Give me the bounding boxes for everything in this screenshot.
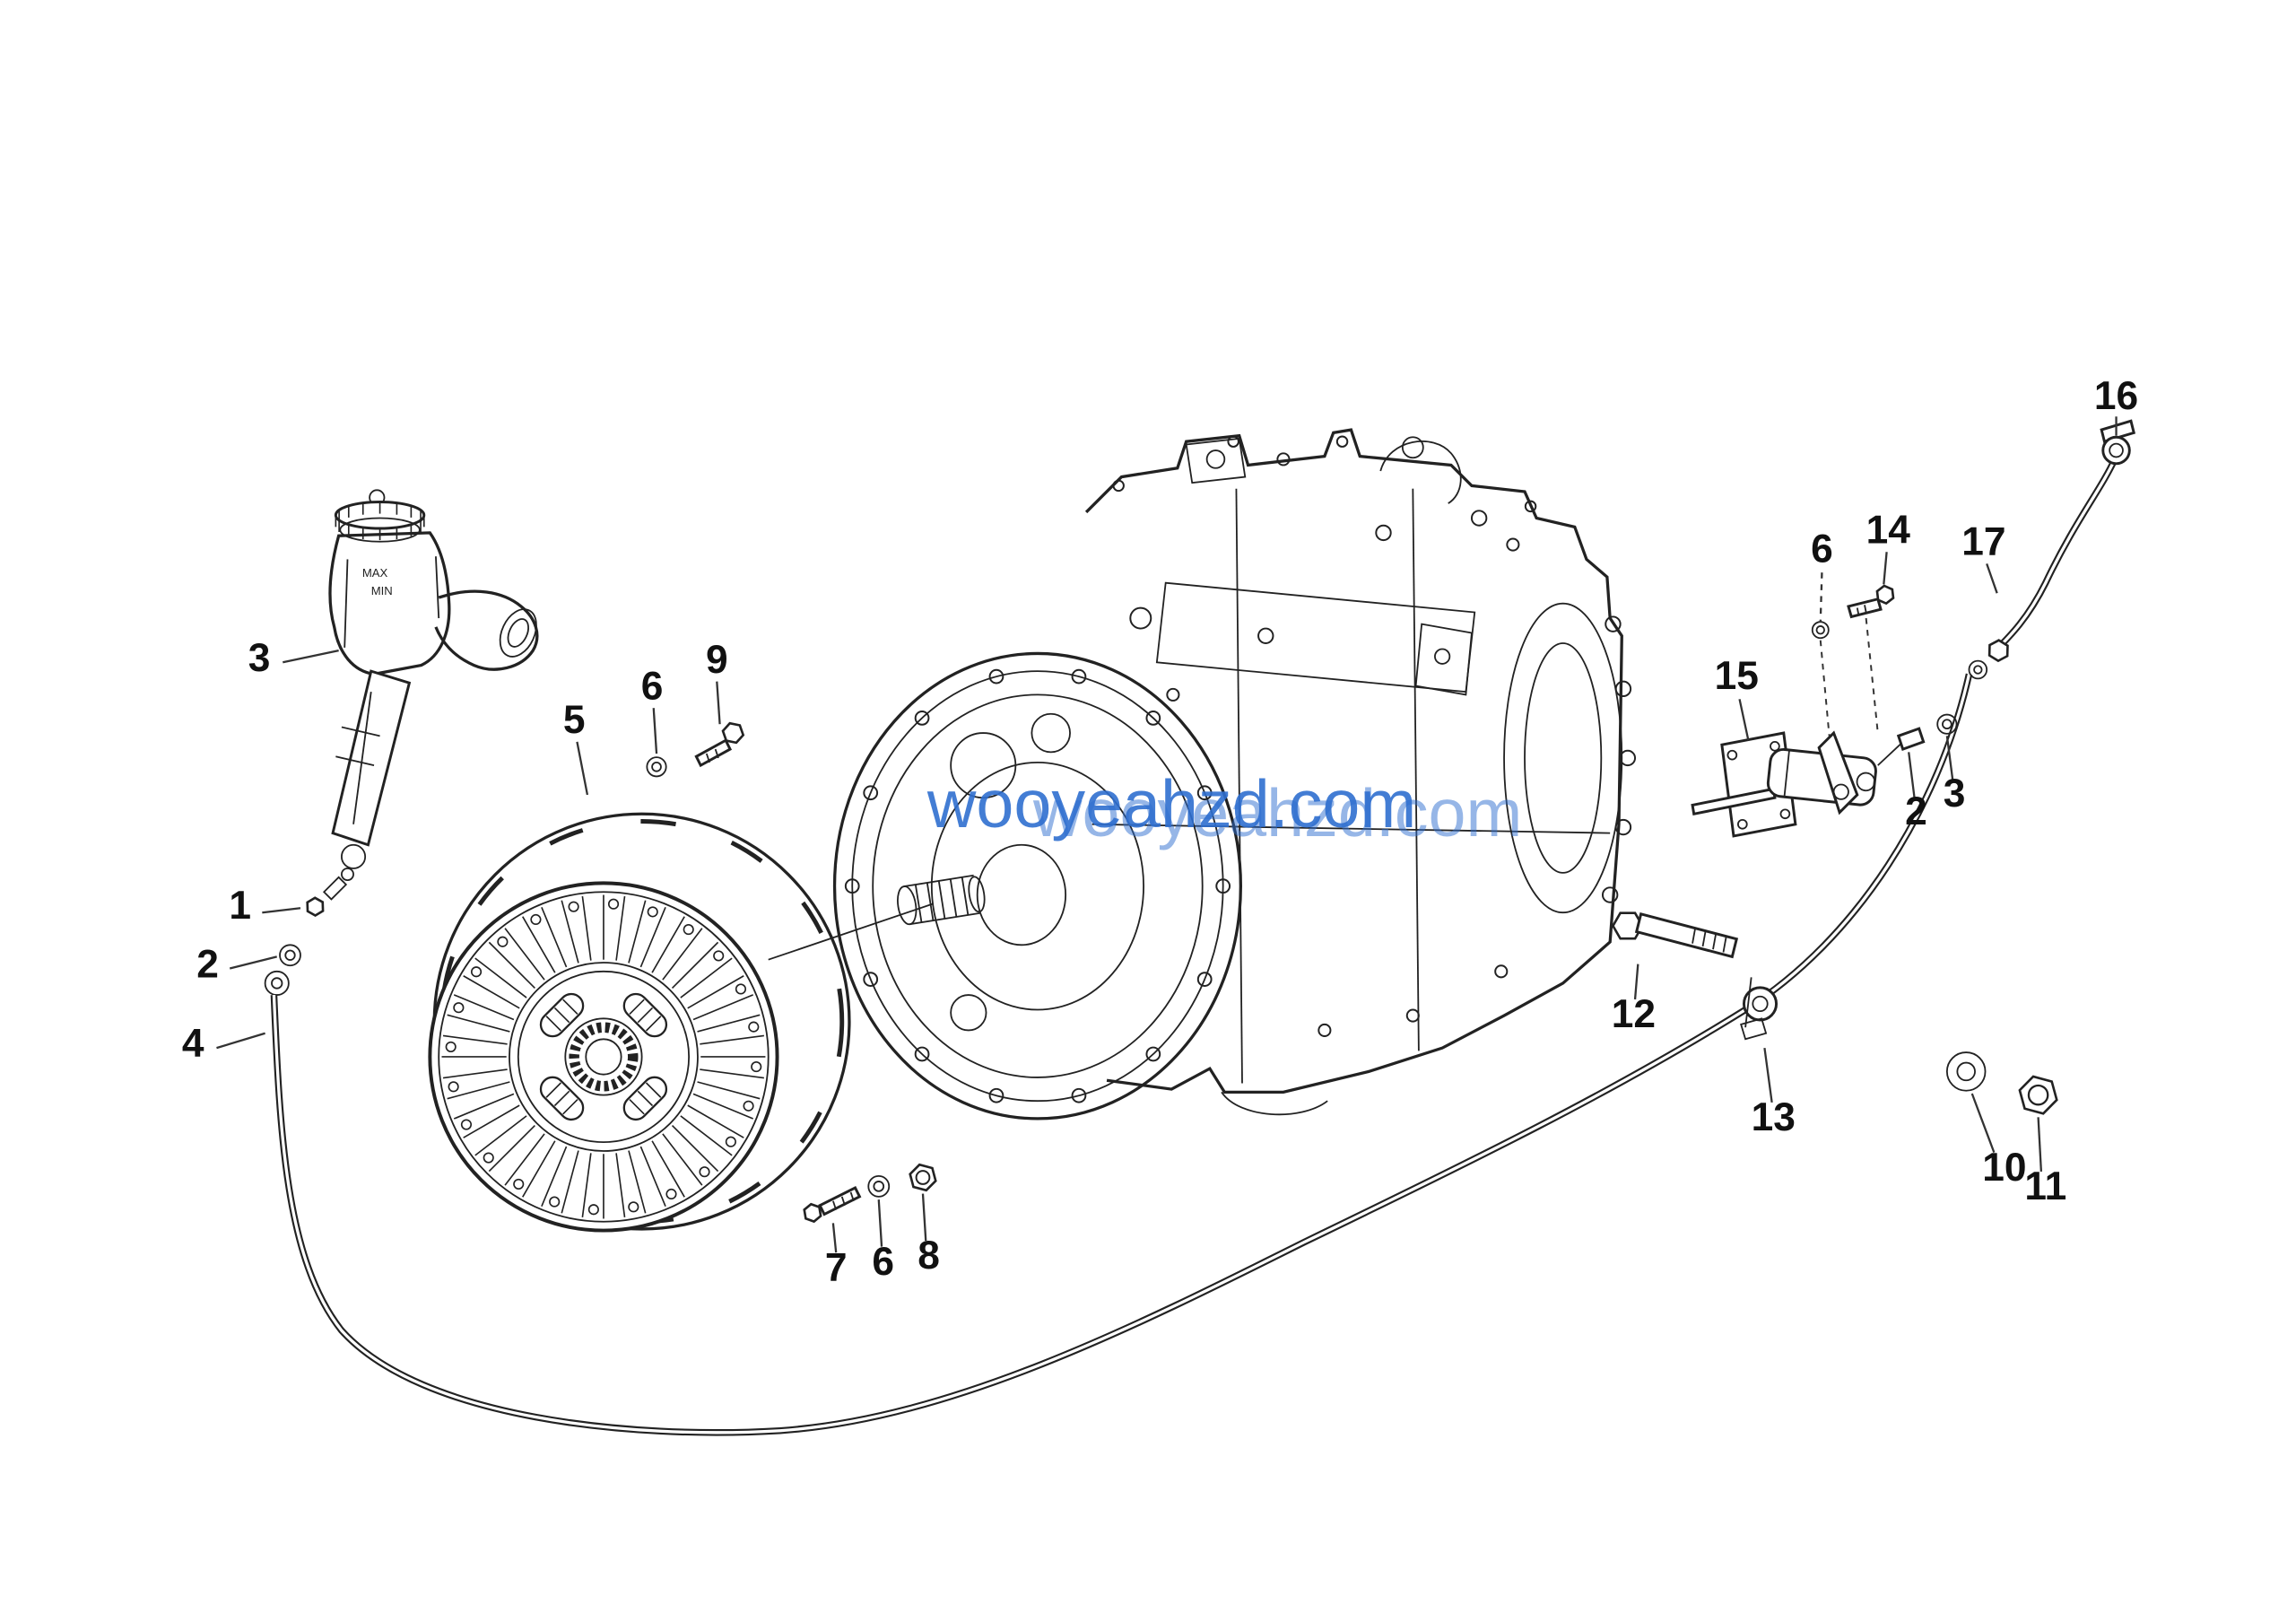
nut-11 (2018, 1075, 2058, 1115)
callout-label: 3 (1944, 772, 1966, 815)
clutch-hub (564, 1017, 643, 1096)
push-rod (1691, 787, 1777, 816)
bolt-14 (1847, 584, 1895, 619)
hydraulic-hose-4 (270, 673, 1973, 1436)
callouts: 3 1 2 4 5 6 9 7 6 8 12 13 10 11 15 6 14 … (182, 374, 2138, 1289)
reservoir-body (328, 531, 451, 676)
oil-pan-edge (1221, 1091, 1328, 1116)
transmission-housing (1084, 428, 1637, 1116)
washer-6-top (646, 756, 667, 778)
callout-label: 13 (1752, 1095, 1796, 1139)
callout-label: 14 (1866, 508, 1911, 552)
washer-3-right (1936, 713, 1958, 735)
callout-label: 4 (182, 1022, 204, 1066)
bolt-9-shank (694, 738, 733, 768)
hose-banjo-fitting (264, 970, 290, 996)
callout-label: 6 (872, 1240, 894, 1284)
bolt-14-head (1875, 584, 1895, 606)
cylinder-outlet (341, 843, 367, 869)
fitting-1 (306, 876, 348, 918)
callout-label: 8 (918, 1234, 940, 1278)
callout-label: 5 (563, 698, 586, 742)
hose-clamp-13 (1740, 977, 1779, 1041)
alignment-line (768, 903, 934, 961)
washer-6-bottom (867, 1174, 891, 1198)
washer-2 (279, 944, 301, 967)
top-pipe-loop (1379, 440, 1462, 504)
bell-housing-bolts (844, 668, 1231, 1103)
callout-label: 12 (1612, 992, 1656, 1036)
hub-splines (569, 1022, 639, 1092)
bolt-7-shank (818, 1186, 862, 1216)
bolt-9-head (721, 721, 745, 745)
callout-label: 15 (1715, 654, 1759, 698)
top-cover-panel (1155, 581, 1476, 693)
shift-tower (1185, 437, 1247, 484)
pipe-17 (1968, 458, 2118, 680)
washer-10 (1945, 1051, 1987, 1092)
clutch-disc (428, 881, 934, 1233)
leader-lines (216, 416, 2118, 1253)
fitting-16 (2100, 419, 2136, 466)
cylinder-body (331, 669, 412, 847)
callout-label: 17 (1961, 520, 2005, 564)
fitting-2-right (1896, 727, 1926, 751)
bolt-12 (1611, 911, 1739, 959)
case-bolts (1112, 435, 1637, 1038)
clutch-disc-fingers (441, 894, 766, 1219)
bolt-7-head (803, 1202, 822, 1224)
callout-label: 3 (248, 636, 271, 680)
reservoir-min-label: MIN (371, 584, 393, 597)
washer-6-right (1811, 621, 1830, 640)
reservoir-max-label: MAX (362, 566, 388, 580)
callout-label: 9 (706, 638, 728, 682)
outlet-spout (434, 589, 539, 671)
clutch-master-cylinder: MAX MIN (328, 489, 539, 882)
bolt-9 (694, 721, 745, 768)
watermark-text: wooyeahzd.com (926, 766, 1416, 842)
callout-label: 10 (1982, 1146, 2026, 1190)
callout-label: 11 (2024, 1164, 2066, 1208)
callout-label: 6 (1811, 528, 1833, 571)
callout-label: 16 (2094, 374, 2138, 418)
callout-label: 2 (1905, 789, 1927, 833)
bell-housing (832, 651, 1243, 1121)
callout-label: 6 (641, 664, 664, 708)
slave-cylinder-assembly (1691, 584, 1958, 838)
callout-label: 2 (196, 942, 219, 986)
rear-flange (1503, 602, 1623, 914)
bolt-12-shank (1634, 912, 1739, 959)
callout-label: 7 (825, 1245, 848, 1289)
watermark-echo: wooyeahzd.com (1032, 775, 1522, 850)
input-shaft (897, 874, 986, 926)
side-bracket (1414, 623, 1473, 696)
bolt-7 (803, 1186, 862, 1224)
nut-8 (909, 1163, 937, 1192)
callout-label: 1 (229, 884, 251, 928)
hose-coupler-hex (1987, 639, 2009, 663)
